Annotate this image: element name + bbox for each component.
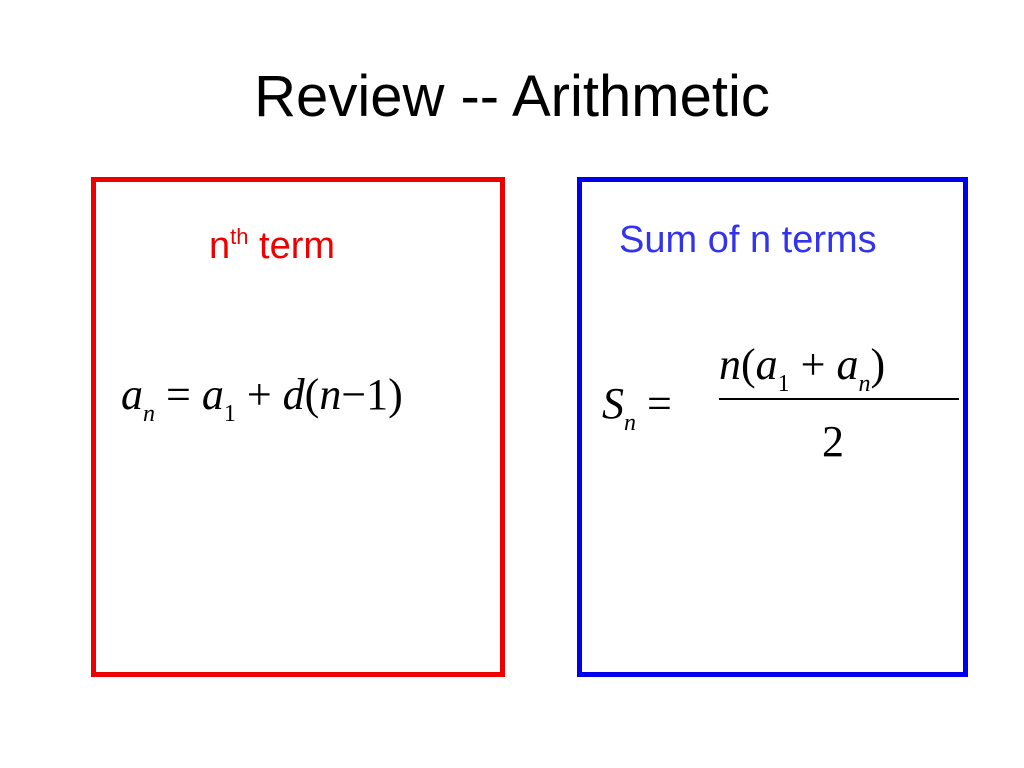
sum-numerator: n(a1 + an) <box>719 340 886 396</box>
formula-minus: − <box>341 370 367 419</box>
numerator-a1: a <box>755 340 778 389</box>
numerator-close-paren: ) <box>870 340 886 389</box>
fraction-bar <box>719 398 959 400</box>
formula-a1-subscript: 1 <box>223 401 236 427</box>
formula-s-subscript-n: n <box>624 410 636 436</box>
numerator-an: a <box>836 340 859 389</box>
heading-n: n <box>209 225 231 267</box>
formula-s: S <box>602 379 624 428</box>
formula-a1: a <box>201 370 224 419</box>
nth-term-formula: an = a1 + d(n−1) <box>121 370 403 426</box>
numerator-n: n <box>719 340 741 389</box>
formula-a-subscript-n: n <box>143 401 155 427</box>
sum-panel: Sum of n terms Sn = n(a1 + an) 2 <box>577 177 968 677</box>
sum-formula: Sn = n(a1 + an) 2 <box>602 337 972 477</box>
slide-title: Review -- Arithmetic <box>254 64 770 129</box>
formula-equals: = <box>155 370 202 419</box>
formula-close-paren: ) <box>388 370 403 419</box>
formula-plus: + <box>235 370 283 419</box>
numerator-plus: + <box>789 340 837 389</box>
formula-a: a <box>121 370 143 419</box>
nth-term-panel: nth term an = a1 + d(n−1) <box>91 177 505 677</box>
heading-term: term <box>248 225 336 267</box>
numerator-an-subscript: n <box>858 371 871 397</box>
formula-open-paren: ( <box>304 370 320 419</box>
numerator-open-paren: ( <box>741 340 756 389</box>
numerator-a1-subscript: 1 <box>777 371 790 397</box>
sum-denominator: 2 <box>822 417 844 466</box>
nth-term-heading: nth term <box>209 224 335 268</box>
formula-n: n <box>319 370 342 419</box>
heading-th-superscript: th <box>230 224 249 249</box>
sum-heading: Sum of n terms <box>619 219 877 261</box>
formula-one: 1 <box>366 370 389 419</box>
sum-formula-lhs: Sn = <box>602 379 672 435</box>
sum-equals: = <box>636 379 672 428</box>
formula-d: d <box>282 370 305 419</box>
